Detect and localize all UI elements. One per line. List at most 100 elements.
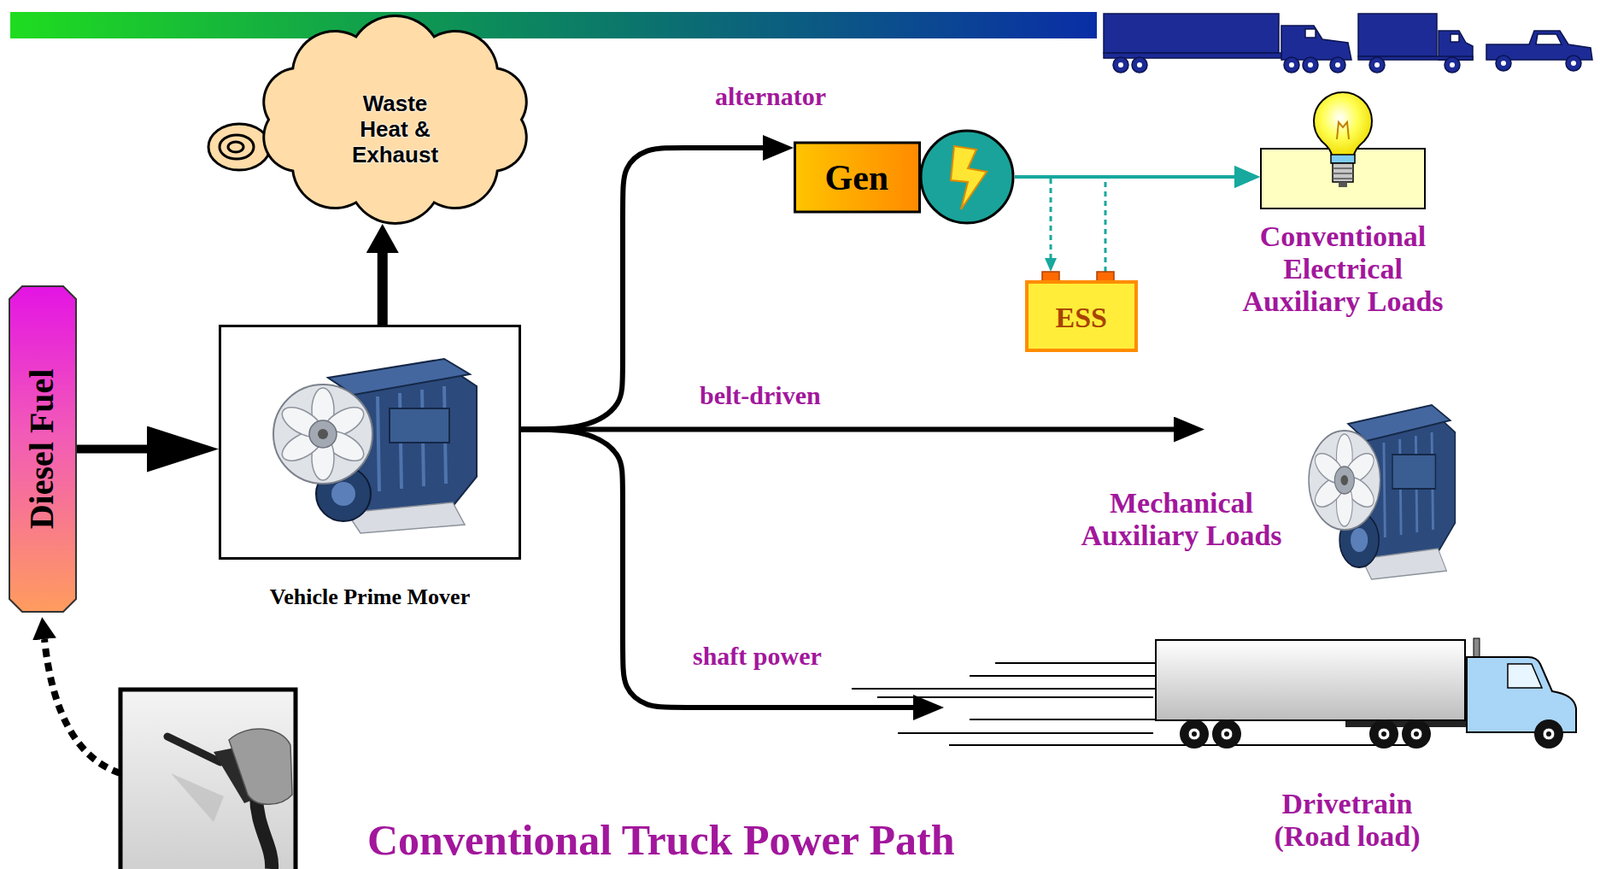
fuel-pump-photo [120, 689, 296, 869]
thought-bubble [208, 123, 270, 170]
mechanical-load-shape [1204, 351, 1457, 608]
thought-bubble [228, 141, 244, 153]
drivetrain-load-shape [1534, 719, 1564, 749]
node-label: ESS [1055, 301, 1108, 334]
drivetrain-load-shape [1546, 731, 1552, 737]
electrical-load-shape [1332, 177, 1354, 180]
edge-label: alternator [711, 82, 830, 112]
thought-bubble [208, 123, 270, 170]
edge-label-holder: belt-driven [696, 380, 825, 411]
fuel-pump-photo [170, 773, 224, 822]
drivetrain-load-shape [1401, 719, 1431, 749]
truck-icons [1335, 62, 1341, 68]
title-holder: Conventional Truck Power Path [367, 818, 956, 862]
electrical-load-shape [1332, 163, 1354, 182]
electrical-load-shape [1332, 172, 1354, 175]
drivetrain-load: Drivetrain (Road load) [943, 638, 1577, 756]
connector [377, 252, 388, 325]
fuel-pump-photo [120, 689, 296, 869]
drivetrain-load-shape [1507, 663, 1542, 688]
drivetrain-load-shape [1155, 639, 1466, 721]
truck-icons [1289, 62, 1295, 68]
generator: Gen [793, 128, 1015, 225]
connector [76, 445, 147, 454]
mechanical-load-shape [1383, 442, 1385, 538]
node-label: Mechanical Auxiliary Loads [1066, 486, 1297, 552]
truck-icons [1450, 34, 1460, 42]
fuel-source: Diesel Fuel [8, 285, 77, 613]
truck-icons [1103, 13, 1593, 73]
fuel-pump-photo [228, 728, 293, 804]
electrical-load-shape [1260, 148, 1425, 209]
truck-icons [1283, 57, 1300, 73]
drivetrain-load-shape [1191, 731, 1197, 737]
truck-icons [1136, 62, 1143, 68]
truck-icons [1444, 57, 1460, 73]
speed-lines [877, 696, 1154, 698]
drivetrain-load-shape [1224, 731, 1230, 737]
truck-icons [1131, 57, 1148, 73]
drivetrain-load-shape [1369, 719, 1399, 749]
truck-icons [1307, 62, 1313, 68]
drivetrain-load-shape [1179, 719, 1209, 749]
mechanical-load-shape [1392, 454, 1436, 489]
truck-icons [1113, 57, 1129, 73]
generator-shape [795, 142, 921, 212]
mechanical-load-shape [1308, 430, 1381, 530]
truck-icons [1305, 29, 1316, 38]
prime-mover-shape [220, 326, 521, 559]
connector [1014, 176, 1051, 258]
edge-label: belt-driven [696, 380, 825, 411]
truck-icons [1103, 52, 1282, 59]
generator-shape [920, 130, 1014, 223]
truck-icons [1535, 34, 1562, 45]
truck-icons [1374, 62, 1380, 68]
prime-mover: Vehicle Prime Mover [218, 324, 522, 560]
mechanical-load-shape [1308, 404, 1455, 580]
prime-mover-shape [389, 408, 450, 443]
edge-label-holder: alternator [711, 82, 830, 112]
exhaust-cloud: Waste Heat & Exhaust [247, 15, 543, 224]
diagram-title: Conventional Truck Power Path [367, 818, 956, 862]
drivetrain-load-shape [1473, 638, 1480, 659]
prime-mover-shape [317, 428, 329, 440]
electrical-load-shape [1338, 181, 1348, 188]
electrical-load-shape [1336, 122, 1349, 140]
drivetrain-load-shape [943, 638, 1577, 756]
mechanical-load-shape [1347, 404, 1451, 441]
node-label: Drivetrain (Road load) [1257, 787, 1437, 853]
truck-icons [1369, 57, 1385, 73]
thought-bubble [219, 134, 254, 159]
prime-mover-shape [328, 358, 470, 395]
edge-label: shaft power [689, 641, 826, 671]
truck-icons [1118, 62, 1124, 68]
node-label: Vehicle Prime Mover [201, 584, 539, 610]
truck-icons [1302, 57, 1319, 73]
truck-icons [1570, 60, 1577, 66]
electrical-load-shape [1332, 167, 1354, 170]
drivetrain-load-shape [1212, 719, 1242, 749]
electrical-load-shape [1313, 92, 1372, 157]
prime-mover-shape [273, 384, 373, 484]
mechanical-load: Mechanical Auxiliary Loads [1204, 351, 1457, 608]
prime-mover-shape [309, 420, 337, 448]
energy-storage-shape [1026, 281, 1137, 351]
truck-icons [1330, 57, 1346, 73]
prime-mover-shape [218, 324, 522, 560]
node-label: Gen [825, 158, 890, 198]
node-label: Conventional Electrical Auxiliary Loads [1227, 220, 1459, 318]
exhaust-cloud-shape [263, 16, 528, 224]
truck-icons [1358, 13, 1437, 57]
prime-mover-shape [331, 481, 356, 506]
mechanical-load-shape [1350, 527, 1368, 552]
node-label: Diesel Fuel [23, 369, 62, 530]
drivetrain-load-shape [1188, 727, 1201, 740]
truck-icons [1500, 60, 1507, 66]
connector [521, 427, 1174, 433]
truck-icons [1565, 55, 1582, 71]
fuel-pump-photo [167, 736, 221, 762]
node-label: Waste Heat & Exhaust [341, 91, 449, 169]
title-bar [10, 11, 1097, 39]
drivetrain-load-shape [1381, 731, 1387, 737]
